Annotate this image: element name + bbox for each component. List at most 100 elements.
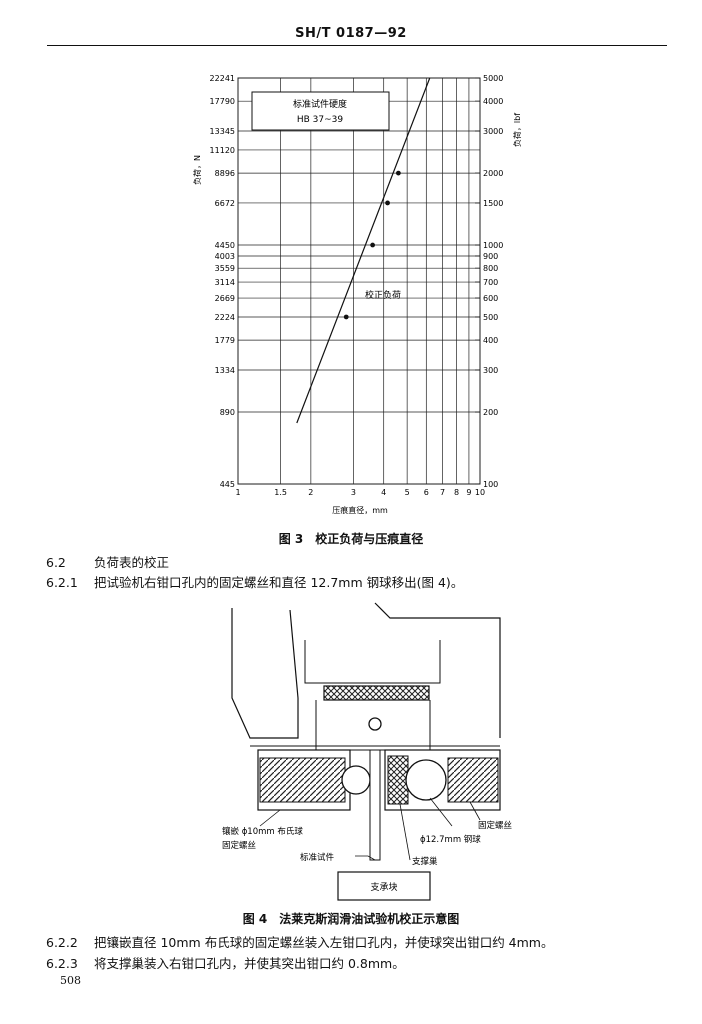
section-6-2-3: 6.2.3 将支撑巢装入右钳口孔内，并使其突出钳口约 0.8mm。 [46, 953, 405, 972]
left-tick-label: 17790 [210, 97, 235, 106]
steel-ball-label: ϕ12.7mm 钢球 [420, 834, 481, 845]
legend-line1: 标准试件硬度 [293, 98, 347, 110]
left-tick-label: 6672 [215, 199, 235, 208]
section-6-2: 6.2 负荷表的校正 [46, 552, 169, 571]
right-fixing-screw [447, 757, 499, 803]
support-block-label: 支承块 [370, 881, 397, 893]
right-tick-label: 3000 [483, 127, 503, 136]
left-axis-label: 负荷，N [192, 155, 202, 185]
standard-specimen-bar [369, 749, 381, 861]
right-tick-label: 1500 [483, 199, 503, 208]
left-tick-label: 2669 [215, 294, 235, 303]
header-rule [47, 45, 667, 46]
fixing-screw-label: 固定螺丝 [478, 820, 513, 831]
x-tick-label: 1.5 [274, 488, 287, 497]
leader-line [355, 855, 376, 861]
leader-line [469, 801, 481, 821]
x-tick-label: 8 [454, 488, 459, 497]
page-number: 508 [60, 974, 81, 987]
right-axis-ticks: 1002003004005006007008009001000150020003… [475, 74, 503, 489]
left-tick-label: 1334 [215, 366, 235, 375]
left-tick-label: 890 [220, 408, 235, 417]
brinell-ball-label: 镶嵌 ϕ10mm 布氏球 [222, 826, 303, 837]
right-tick-label: 800 [483, 264, 498, 273]
left-tick-label: 8896 [215, 169, 235, 178]
x-tick-label: 9 [466, 488, 471, 497]
section-number: 6.2.2 [46, 935, 78, 950]
legend-box [251, 91, 390, 131]
x-axis-label: 压痕直径，mm [332, 505, 388, 515]
calibration-point [385, 200, 390, 206]
section-number: 6.2.1 [46, 575, 78, 590]
figure3-chart: 4458901334177922242669311435594003445066… [192, 74, 522, 515]
calibration-line-segment [296, 77, 431, 424]
section-6-2-2: 6.2.2 把镶嵌直径 10mm 布氏球的固定螺丝装入左钳口孔内，并使球突出钳口约… [46, 932, 554, 951]
left-tick-label: 22241 [210, 74, 235, 83]
leader-line [259, 809, 281, 827]
right-tick-label: 2000 [483, 169, 503, 178]
plot-frame [237, 77, 481, 485]
right-tick-label: 500 [483, 313, 498, 322]
left-tick-label: 3114 [215, 278, 235, 287]
left-tick-label: 445 [220, 480, 235, 489]
right-tick-label: 200 [483, 408, 498, 417]
left-jaw-outline [231, 608, 299, 739]
brinell-ball [341, 765, 371, 795]
calibration-line [296, 77, 431, 424]
holder-hole [368, 717, 382, 731]
right-tick-label: 600 [483, 294, 498, 303]
steel-ball [405, 759, 447, 801]
x-tick-label: 1 [235, 488, 240, 497]
right-tick-label: 400 [483, 336, 498, 345]
left-tick-label: 4450 [215, 241, 235, 250]
left-fixing-screw [259, 757, 346, 803]
calibration-point [395, 170, 401, 176]
section-number: 6.2 [46, 555, 66, 570]
leader-line [429, 797, 453, 827]
section-text: 把试验机右钳口孔内的固定螺丝和直径 12.7mm 钢球移出(图 4)。 [94, 575, 464, 590]
section-6-2-1: 6.2.1 把试验机右钳口孔内的固定螺丝和直径 12.7mm 钢球移出(图 4)。 [46, 572, 463, 591]
calibration-point [370, 242, 376, 248]
standard-specimen-label: 标准试件 [300, 852, 335, 863]
x-tick-label: 10 [475, 488, 485, 497]
figure4-diagram: 支承块 镶嵌 ϕ10mm 布氏球 固定螺丝 标准试件 支撑巢 ϕ12.7mm 钢… [222, 602, 513, 901]
section-text: 负荷表的校正 [94, 555, 170, 570]
left-tick-label: 4003 [215, 252, 235, 261]
support-bushing-label: 支撑巢 [412, 856, 438, 867]
right-tick-label: 700 [483, 278, 498, 287]
calibration-point [343, 314, 349, 320]
standard-code-header: SH/T 0187—92 [295, 26, 407, 41]
top-plate [323, 685, 430, 701]
left-tick-label: 3559 [215, 264, 235, 273]
section-text: 把镶嵌直径 10mm 布氏球的固定螺丝装入左钳口孔内，并使球突出钳口约 4mm。 [94, 935, 554, 950]
x-tick-label: 2 [308, 488, 313, 497]
support-bushing [387, 755, 409, 805]
right-jaw-housing [384, 749, 501, 811]
right-tick-label: 4000 [483, 97, 503, 106]
x-tick-label: 6 [424, 488, 429, 497]
x-tick-label: 5 [405, 488, 410, 497]
figure4-caption: 图 4 法莱克斯润滑油试验机校正示意图 [242, 912, 460, 926]
x-tick-label: 4 [381, 488, 386, 497]
right-tick-label: 1000 [483, 241, 503, 250]
support-block [337, 871, 431, 901]
x-tick-label: 7 [440, 488, 445, 497]
legend-line2: HB 37~39 [297, 115, 344, 125]
left-tick-label: 2224 [215, 313, 235, 322]
left-tick-label: 11120 [210, 146, 235, 155]
left-tick-label: 1779 [215, 336, 235, 345]
right-jaw-outline [374, 602, 501, 738]
specimen-holder [315, 700, 431, 751]
calibration-points [343, 170, 401, 320]
brinell-screw-label: 固定螺丝 [222, 840, 257, 851]
correction-load-label: 校正负荷 [365, 289, 401, 301]
section-text: 将支撑巢装入右钳口孔内，并使其突出钳口约 0.8mm。 [94, 956, 405, 971]
right-axis-label: 负荷，lbf [512, 113, 522, 147]
right-tick-label: 300 [483, 366, 498, 375]
right-tick-label: 5000 [483, 74, 503, 83]
right-tick-label: 100 [483, 480, 498, 489]
chart-grid [237, 77, 481, 485]
left-axis-ticks: 445 890 1334 1779 2224 2669 3114 3559 4003 4450 66… [210, 74, 235, 489]
section-number: 6.2.3 [46, 956, 78, 971]
